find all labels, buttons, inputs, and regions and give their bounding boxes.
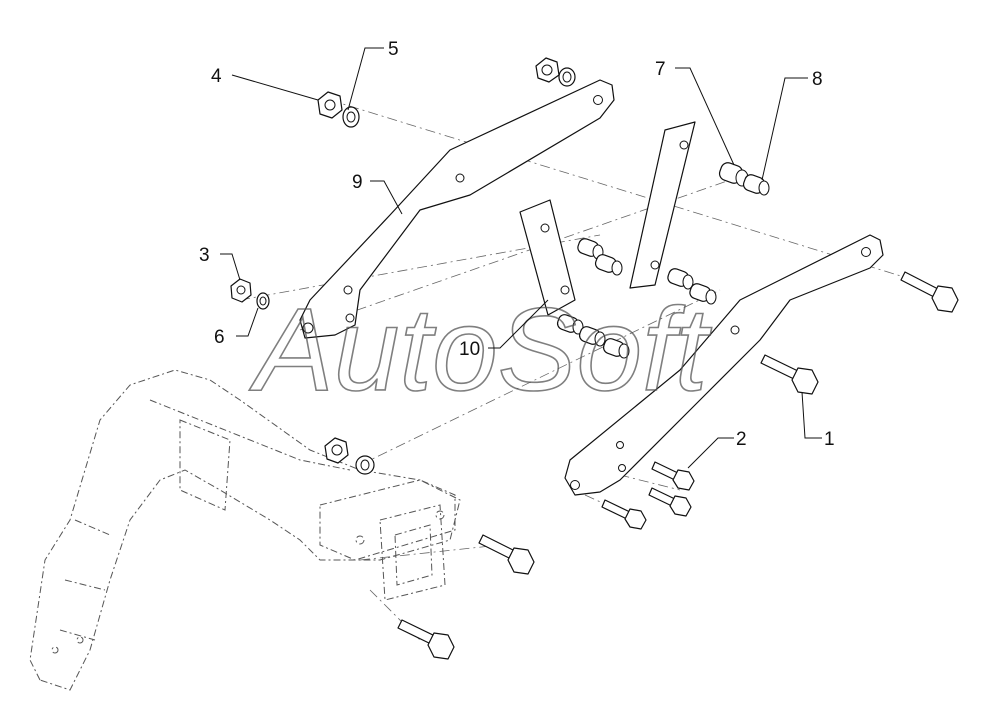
washer <box>558 67 576 87</box>
bolts <box>397 271 959 660</box>
callout-2: 2 <box>736 429 747 450</box>
washer-6 <box>256 292 270 310</box>
callout-3: 3 <box>199 245 210 266</box>
bushings <box>556 162 770 359</box>
link-arm-lower <box>564 234 884 496</box>
nut <box>535 57 560 83</box>
washer-5 <box>342 106 360 128</box>
washer <box>355 455 375 475</box>
spacer-plate-left <box>519 199 576 316</box>
callout-1: 1 <box>824 429 835 450</box>
bolt <box>648 487 692 517</box>
bolt <box>900 271 959 313</box>
nut <box>324 437 349 464</box>
bolt-2 <box>651 461 695 491</box>
callout-5: 5 <box>388 39 399 60</box>
watermark: AutoSoft <box>249 284 712 416</box>
callout-leaders <box>220 47 822 469</box>
callout-8: 8 <box>812 69 823 90</box>
callout-9: 9 <box>352 172 363 193</box>
bolt <box>601 499 647 530</box>
callout-6: 6 <box>214 327 225 348</box>
bushing <box>689 283 717 305</box>
callout-10: 10 <box>459 339 480 360</box>
bushing <box>594 254 623 276</box>
callout-7: 7 <box>655 59 666 80</box>
assembly-axes <box>239 99 931 641</box>
tractor-frame-ghost <box>29 369 461 691</box>
bushing <box>577 238 604 260</box>
bolt <box>478 534 535 575</box>
nut-4 <box>317 91 343 119</box>
nut-3 <box>230 278 252 303</box>
callout-labels: 1 2 3 4 5 6 7 8 9 10 <box>199 39 835 450</box>
bushing <box>602 338 630 359</box>
bushing <box>667 268 694 290</box>
nuts-washers <box>230 57 576 475</box>
callout-4: 4 <box>211 66 222 87</box>
link-arm-upper <box>299 79 615 339</box>
bushing-8 <box>742 174 770 196</box>
bolt-1 <box>760 354 819 395</box>
bushing <box>578 326 606 347</box>
spacer-plate-right <box>629 121 696 289</box>
bolt <box>397 619 455 660</box>
